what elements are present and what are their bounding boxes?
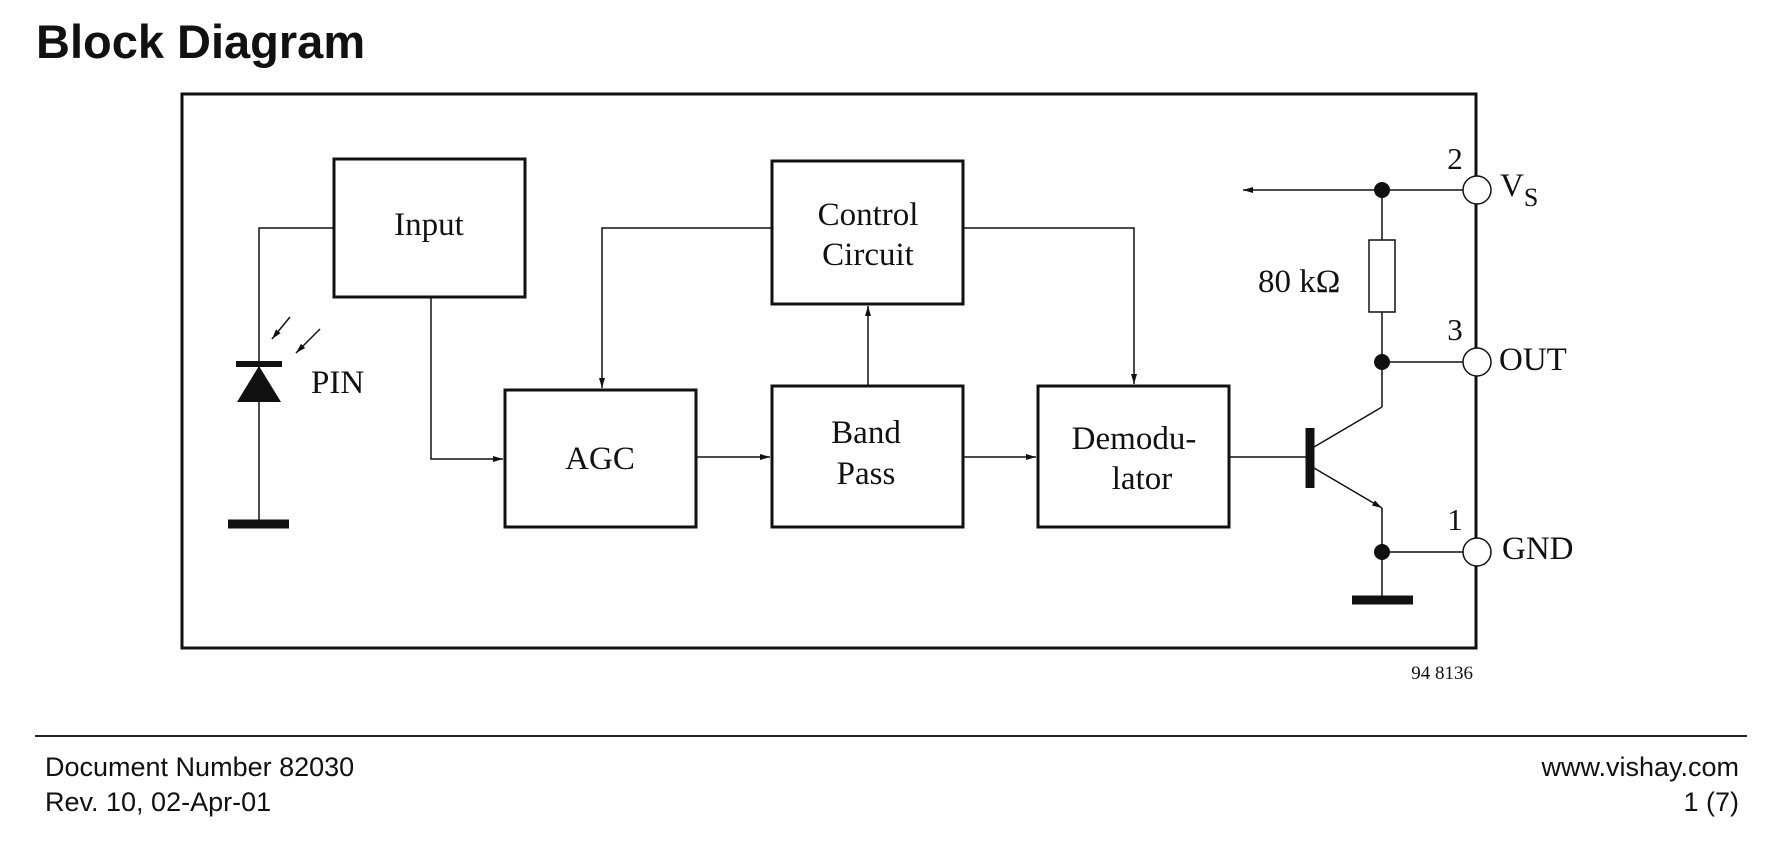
pin-number-out: 3 [1447,312,1463,347]
input-label: Input [394,207,464,243]
figure-id: 94 8136 [1411,663,1473,684]
footer-divider [35,735,1747,737]
document-number: Document Number 82030 [45,752,355,782]
control-to-demodulator-wire [963,227,1137,384]
resistor-label: 80 kΩ [1258,264,1340,300]
pin-name-vs: VS [1500,168,1538,212]
band-pass-label-1: Band [831,415,901,451]
page-title: Block Diagram [36,15,366,68]
diagram-frame [180,92,1478,650]
block-diagram: Input Control Circuit AGC Band Pass Demo… [180,92,1574,684]
junction-dot-vs [1374,182,1390,198]
band-pass-label-2: Pass [837,456,896,492]
agc-block [503,388,698,529]
control-label-1: Control [818,197,919,233]
pin-terminal-out [1462,347,1492,377]
demodulator-label-2: lator [1112,461,1172,497]
pin-number-vs: 2 [1447,141,1463,176]
junction-dot-out [1374,354,1390,370]
control-circuit-block [770,159,965,306]
footer-right: www.vishay.com 1 (7) [1541,750,1739,820]
page-number: 1 (7) [1683,787,1739,817]
revision: Rev. 10, 02-Apr-01 [45,787,272,817]
photodiode-icon [228,227,334,529]
control-to-agc-wire [599,227,772,388]
website-link[interactable]: www.vishay.com [1541,752,1739,782]
agc-label: AGC [565,441,635,477]
resistor-icon [1368,239,1396,313]
pin-name-out: OUT [1499,342,1567,378]
control-label-2: Circuit [822,237,914,273]
pin-terminal-gnd [1462,537,1492,567]
input-to-agc-wire [430,297,503,462]
pin-number-gnd: 1 [1447,502,1463,537]
transistor-icon [1305,362,1413,605]
junction-dot-gnd [1374,544,1390,560]
demodulator-label-1: Demodu- [1072,421,1197,457]
pin-label: PIN [311,365,364,401]
pin-terminal-vs [1462,175,1492,205]
footer-left: Document Number 82030 Rev. 10, 02-Apr-01 [45,750,354,820]
pin-name-gnd: GND [1502,531,1574,567]
